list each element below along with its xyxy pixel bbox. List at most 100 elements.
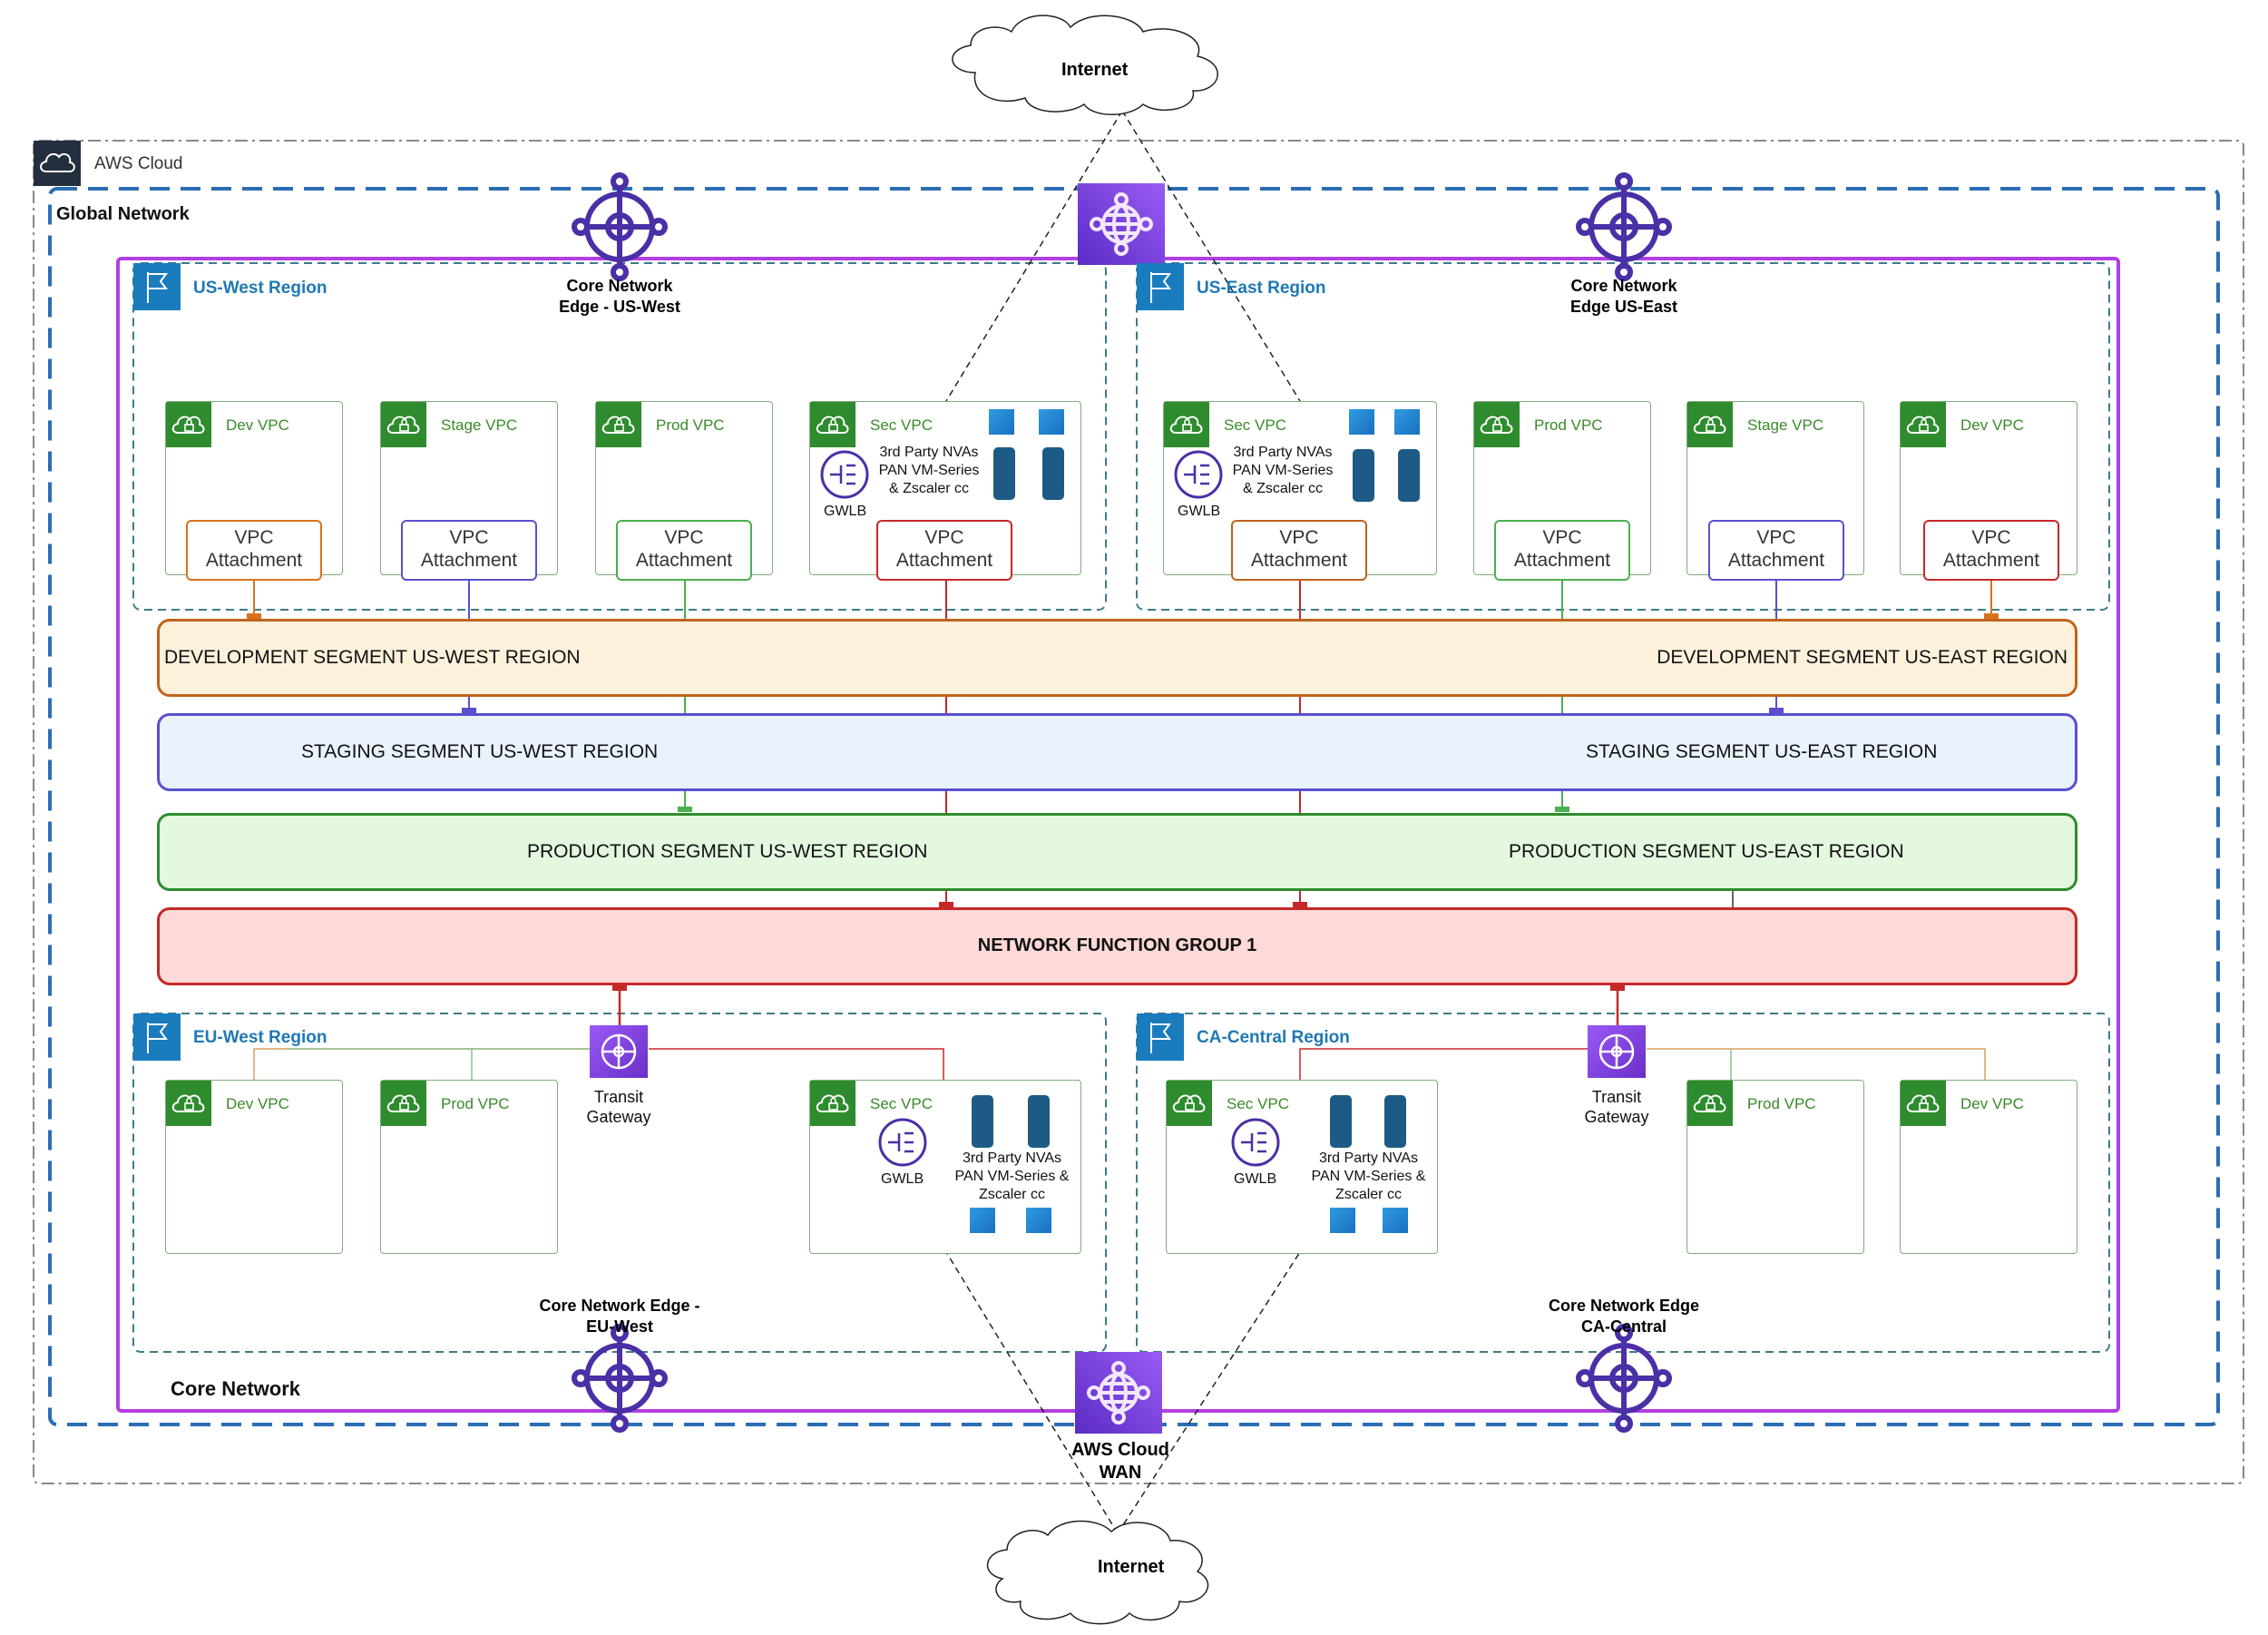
cloud-wan-label-line2: WAN	[1099, 1463, 1142, 1483]
vpc-cloud-lock-icon	[166, 1081, 211, 1126]
globe-network-icon	[1090, 192, 1153, 256]
nva-line2: PAN VM-Series &	[954, 1169, 1070, 1184]
vpc-name: Dev VPC	[226, 416, 289, 434]
vpc-cloud-lock-icon	[810, 402, 855, 447]
global-network-label: Global Network	[56, 204, 190, 224]
vpc-ca-central-dev[interactable]: Dev VPC	[1900, 1080, 2077, 1254]
core-edge-icon-ca-central	[1576, 1324, 1672, 1433]
gwlb-icon	[1231, 1118, 1280, 1167]
nva-line2: PAN VM-Series	[878, 463, 980, 478]
gwlb-label: GWLB	[881, 1171, 924, 1187]
ec2-instance-icon	[1026, 1208, 1051, 1233]
core-edge-eu-west-label: Core Network Edge - EU-West	[520, 1296, 719, 1337]
vpc-cloud-lock-icon	[1167, 1081, 1212, 1126]
vpc-cloud-lock-icon	[381, 1081, 426, 1126]
vpc-name: Sec VPC	[870, 416, 933, 434]
pan-vm-series-icon	[1384, 1095, 1406, 1148]
ec2-instance-icon	[1383, 1208, 1408, 1233]
internet-bottom-links	[945, 1251, 1301, 1534]
pan-vm-series-icon	[1028, 1095, 1050, 1148]
vpc-ca-central-prod[interactable]: Prod VPC	[1686, 1080, 1864, 1254]
vpc-cloud-lock-icon	[1474, 402, 1520, 447]
region-flag-eu-west	[133, 1013, 181, 1061]
core-network-label: Core Network	[171, 1377, 301, 1400]
tgw-line2: Gateway	[1584, 1108, 1649, 1126]
eu-west-tgw-lines	[253, 1048, 944, 1080]
aws-cloud-badge	[34, 141, 81, 186]
nva-line1: 3rd Party NVAs	[1318, 1150, 1419, 1166]
nva-line1: 3rd Party NVAs	[1233, 445, 1333, 460]
core-edge-eu-west-line2: EU-West	[586, 1317, 653, 1336]
vpc-cloud-lock-icon	[810, 1081, 855, 1126]
segment-production[interactable]: PRODUCTION SEGMENT US-WEST REGION PRODUC…	[157, 813, 2077, 891]
cloud-icon	[40, 152, 75, 172]
vpc-name: Prod VPC	[1747, 1095, 1816, 1112]
region-label-eu-west: EU-West Region	[193, 1028, 327, 1047]
region-label-ca-central: CA-Central Region	[1197, 1028, 1350, 1047]
vpc-name: Stage VPC	[441, 416, 518, 434]
vpc-name: Sec VPC	[870, 1095, 933, 1112]
vpc-eu-west-dev[interactable]: Dev VPC	[165, 1080, 343, 1254]
core-edge-ca-central-label: Core Network Edge CA-Central	[1524, 1296, 1724, 1337]
tgw-line2: Gateway	[586, 1108, 651, 1126]
internet-cloud-top	[952, 15, 1218, 115]
vpc-eu-west-prod[interactable]: Prod VPC	[380, 1080, 558, 1254]
vpc-eu-west-sec[interactable]: Sec VPC GWLB 3rd Party NVAs PAN VM-Serie…	[809, 1080, 1081, 1254]
core-edge-icon-eu-west	[572, 1324, 668, 1433]
segment-production-west-label: PRODUCTION SEGMENT US-WEST REGION	[527, 841, 928, 862]
gwlb-label: GWLB	[1178, 504, 1221, 519]
ec2-instance-icon	[970, 1208, 995, 1233]
transit-gateway-label-ca-central: Transit Gateway	[1562, 1087, 1671, 1127]
nva-label: 3rd Party NVAs PAN VM-Series & Zscaler c…	[946, 1150, 1078, 1204]
region-label-us-west: US-West Region	[193, 279, 327, 298]
transit-gateway-icon	[601, 1033, 637, 1070]
region-label-us-east: US-East Region	[1197, 279, 1326, 298]
vpc-name: Dev VPC	[1960, 416, 2024, 434]
segment-development-west-label: DEVELOPMENT SEGMENT US-WEST REGION	[164, 647, 581, 668]
internet-cloud-bottom	[986, 1520, 1209, 1625]
core-edge-us-west-line1: Core Network	[566, 277, 673, 295]
segment-staging-east-label: STAGING SEGMENT US-EAST REGION	[1586, 741, 1938, 762]
core-edge-us-west-line2: Edge - US-West	[559, 298, 680, 316]
network-function-group-label: NETWORK FUNCTION GROUP 1	[977, 935, 1257, 955]
vpc-cloud-lock-icon	[596, 402, 641, 447]
vpc-cloud-lock-icon	[1901, 1081, 1946, 1126]
network-function-group[interactable]: NETWORK FUNCTION GROUP 1	[157, 907, 2077, 985]
vpc-ca-central-sec[interactable]: Sec VPC GWLB 3rd Party NVAs PAN VM-Serie…	[1166, 1080, 1438, 1254]
flag-icon	[1150, 1023, 1171, 1053]
core-edge-us-east-label: Core Network Edge US-East	[1533, 276, 1715, 318]
gwlb-icon	[878, 1118, 927, 1167]
vpc-cloud-lock-icon	[166, 402, 211, 447]
vpc-name: Prod VPC	[1534, 416, 1603, 434]
ec2-instance-icon	[1394, 409, 1420, 435]
nva-line3: Zscaler cc	[979, 1187, 1045, 1202]
transit-gateway-icon-eu-west[interactable]	[590, 1025, 648, 1078]
transit-gateway-icon-ca-central[interactable]	[1588, 1025, 1646, 1078]
vpc-name: Prod VPC	[441, 1095, 510, 1112]
flag-icon	[147, 1023, 168, 1053]
segment-development[interactable]: DEVELOPMENT SEGMENT US-WEST REGION DEVEL…	[157, 619, 2077, 697]
segment-staging[interactable]: STAGING SEGMENT US-WEST REGION STAGING S…	[157, 713, 2077, 791]
pan-vm-series-icon	[1042, 447, 1064, 500]
segment-development-east-label: DEVELOPMENT SEGMENT US-EAST REGION	[1657, 647, 2068, 668]
tgw-line1: Transit	[593, 1088, 644, 1106]
segment-staging-west-label: STAGING SEGMENT US-WEST REGION	[301, 741, 659, 762]
nfg-to-tgw-connectors	[612, 985, 1625, 1027]
region-flag-us-east	[1137, 263, 1184, 310]
core-edge-us-east-line2: Edge US-East	[1569, 298, 1678, 316]
core-edge-icon-us-west	[572, 172, 668, 281]
vpc-cloud-lock-icon	[1164, 402, 1209, 447]
pan-vm-series-icon	[972, 1095, 993, 1148]
core-edge-icon-us-east	[1576, 172, 1672, 281]
nva-line3: & Zscaler cc	[1242, 481, 1323, 496]
vpc-name: Prod VPC	[656, 416, 725, 434]
core-edge-us-east-line1: Core Network	[1570, 277, 1677, 295]
